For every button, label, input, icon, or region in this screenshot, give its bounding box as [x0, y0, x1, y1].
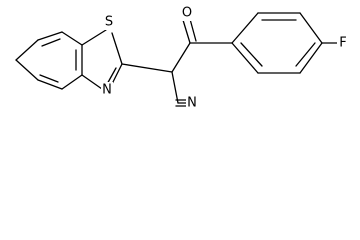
- oxygen-label: O: [182, 6, 192, 21]
- nitrile-nitrogen-label: N: [187, 96, 197, 111]
- ring-nitrogen-label: N: [102, 83, 112, 98]
- atom-fluorine: F: [337, 35, 349, 51]
- thiazole-ring: [81, 29, 123, 90]
- atom-oxygen: O: [181, 5, 193, 21]
- backbone-bonds: [121, 18, 233, 107]
- fluorine-label: F: [339, 36, 346, 51]
- fluorophenyl-ring: [231, 12, 339, 74]
- atom-nitrile-nitrogen: N: [186, 95, 198, 111]
- benzo-ring: [15, 31, 83, 90]
- atom-ring-nitrogen: N: [101, 82, 113, 98]
- sulfur-label: S: [105, 15, 113, 30]
- atom-sulfur: S: [103, 14, 115, 30]
- molecule-structure: S N O F N: [15, 5, 349, 111]
